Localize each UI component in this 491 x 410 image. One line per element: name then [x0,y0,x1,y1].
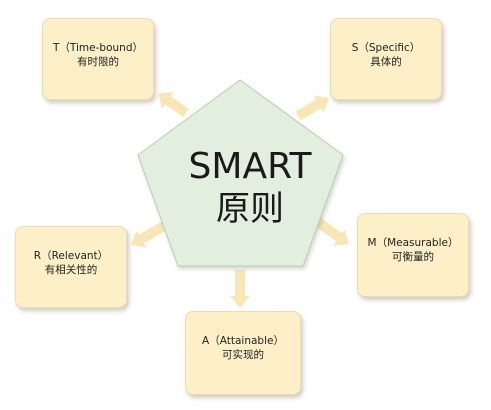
node-attainable: A（Attainable） 可实现的 [185,311,301,395]
arrow-to-s [295,95,330,121]
node-attainable-title: A（Attainable） [202,335,284,347]
arrow-to-m [315,217,349,246]
node-time-bound: T（Time-bound） 有时限的 [42,18,154,100]
node-time-bound-subtitle: 有时限的 [77,56,119,69]
node-relevant: R（Relevant） 有相关性的 [15,226,127,308]
node-attainable-subtitle: 可实现的 [222,349,264,362]
arrow-to-t [158,92,189,118]
node-relevant-title: R（Relevant） [33,250,109,262]
arrow-to-r [131,221,167,248]
center-title-line2: 原则 [216,188,284,229]
node-specific: S（Specific） 具体的 [330,18,442,100]
node-measurable-title: M（Measurable） [367,237,459,249]
arrow-to-a [230,270,250,308]
node-specific-subtitle: 具体的 [370,56,402,69]
node-relevant-subtitle: 有相关性的 [44,264,98,277]
node-measurable: M（Measurable） 可衡量的 [357,213,469,297]
node-time-bound-title: T（Time-bound） [53,42,143,54]
center-pentagon [137,79,344,267]
center-title: SMART 原则 [150,148,350,227]
node-specific-title: S（Specific） [351,42,421,54]
center-title-line1: SMART [188,146,312,187]
node-measurable-subtitle: 可衡量的 [392,251,434,264]
